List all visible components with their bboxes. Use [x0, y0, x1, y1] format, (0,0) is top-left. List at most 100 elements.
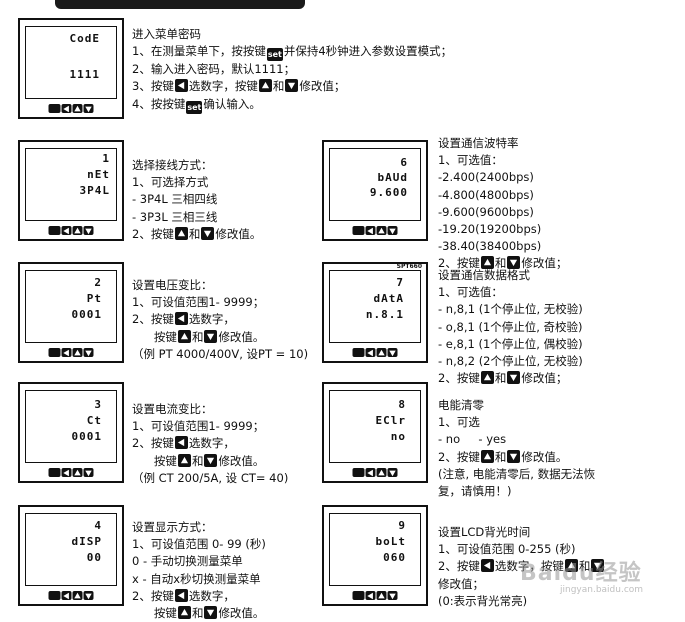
down-arrow-icon	[387, 468, 398, 477]
down-arrow-icon	[83, 104, 94, 113]
up-arrow-icon	[174, 226, 188, 240]
up-arrow-icon	[72, 468, 83, 477]
watermark-url: jingyan.baidu.com	[560, 585, 644, 595]
meter-line: Pt	[86, 292, 102, 305]
meter-line: no	[390, 430, 406, 443]
set-key-icon: set	[266, 48, 283, 62]
meter-line: 6	[400, 156, 408, 169]
down-arrow-icon	[507, 256, 521, 270]
down-arrow-icon	[507, 371, 521, 385]
meter-data: SPT660 7 dAtA n.8.1	[322, 262, 428, 363]
left-arrow-icon	[61, 226, 72, 235]
meter-line: dISP	[71, 535, 102, 548]
set-key-icon: set	[186, 100, 203, 114]
set-key-icon	[352, 226, 365, 235]
top-header-bar	[55, 0, 305, 9]
down-arrow-icon	[83, 226, 94, 235]
left-arrow-icon	[174, 436, 188, 450]
up-arrow-icon	[177, 453, 191, 467]
set-key-icon	[48, 468, 61, 477]
left-arrow-icon	[365, 348, 376, 357]
left-arrow-icon	[480, 559, 494, 573]
up-arrow-icon	[72, 226, 83, 235]
brand-label: SPT660	[396, 263, 422, 270]
set-key-icon	[352, 468, 365, 477]
down-arrow-icon	[201, 226, 215, 240]
meter-line: 060	[383, 551, 406, 564]
up-arrow-icon	[72, 348, 83, 357]
watermark: Baidu经验	[520, 561, 642, 586]
meter-baud: 6 bAUd 9.600	[322, 140, 428, 241]
meter-line: 0001	[71, 430, 102, 443]
set-key-icon	[48, 591, 61, 600]
down-arrow-icon	[83, 468, 94, 477]
left-arrow-icon	[61, 348, 72, 357]
down-arrow-icon	[83, 591, 94, 600]
left-arrow-icon	[174, 79, 188, 93]
meter-line: 7	[396, 276, 404, 289]
text-block-ct: 设置电流变比：1、可设值范围1- 9999；2、按键选数字， 按键和修改值。（例…	[132, 402, 289, 485]
up-arrow-icon	[564, 559, 578, 573]
set-key-icon	[48, 348, 61, 357]
set-key-icon	[48, 104, 61, 113]
meter-line: 1	[102, 152, 110, 165]
down-arrow-icon	[591, 559, 605, 573]
left-arrow-icon	[365, 468, 376, 477]
meter-line: Ct	[86, 414, 102, 427]
down-arrow-icon	[285, 79, 299, 93]
left-arrow-icon	[174, 312, 188, 326]
meter-line: 9.600	[369, 186, 408, 199]
meter-disp: 4 dISP 00	[18, 505, 124, 606]
down-arrow-icon	[83, 348, 94, 357]
left-arrow-icon	[365, 226, 376, 235]
meter-ct: 3 Ct 0001	[18, 382, 124, 483]
meter-line: bAUd	[377, 171, 408, 184]
set-key-icon	[48, 226, 61, 235]
up-arrow-icon	[480, 256, 494, 270]
meter-line: 8	[398, 398, 406, 411]
meter-bolt: 9 boLt 060	[322, 505, 428, 606]
up-arrow-icon	[376, 591, 387, 600]
meter-line: 2	[94, 276, 102, 289]
meter-line: 4	[94, 519, 102, 532]
meter-line: 3P4L	[79, 184, 110, 197]
down-arrow-icon	[204, 606, 218, 620]
down-arrow-icon	[204, 329, 218, 343]
left-arrow-icon	[61, 591, 72, 600]
up-arrow-icon	[376, 468, 387, 477]
meter-line: 9	[398, 519, 406, 532]
left-arrow-icon	[174, 588, 188, 602]
down-arrow-icon	[387, 591, 398, 600]
meter-pt: 2 Pt 0001	[18, 262, 124, 363]
meter-line: dAtA	[373, 292, 404, 305]
down-arrow-icon	[387, 226, 398, 235]
text-block-pt: 设置电压变比：1、可设值范围1- 9999；2、按键选数字， 按键和修改值。（例…	[132, 278, 309, 361]
meter-line: CodE	[69, 32, 100, 45]
left-arrow-icon	[61, 468, 72, 477]
up-arrow-icon	[258, 79, 272, 93]
up-arrow-icon	[480, 449, 494, 463]
meter-line: 00	[86, 551, 102, 564]
meter-net: 1 nEt 3P4L	[18, 140, 124, 241]
meter-line: n.8.1	[365, 308, 404, 321]
meter-line: 3	[94, 398, 102, 411]
up-arrow-icon	[376, 226, 387, 235]
down-arrow-icon	[204, 453, 218, 467]
meter-line: EClr	[375, 414, 406, 427]
meter-line: 0001	[71, 308, 102, 321]
up-arrow-icon	[376, 348, 387, 357]
up-arrow-icon	[72, 104, 83, 113]
meter-code: CodE 1111	[18, 18, 124, 119]
down-arrow-icon	[507, 449, 521, 463]
set-key-icon	[352, 348, 365, 357]
up-arrow-icon	[480, 371, 494, 385]
meter-line: boLt	[375, 535, 406, 548]
left-arrow-icon	[365, 591, 376, 600]
set-key-icon	[352, 591, 365, 600]
